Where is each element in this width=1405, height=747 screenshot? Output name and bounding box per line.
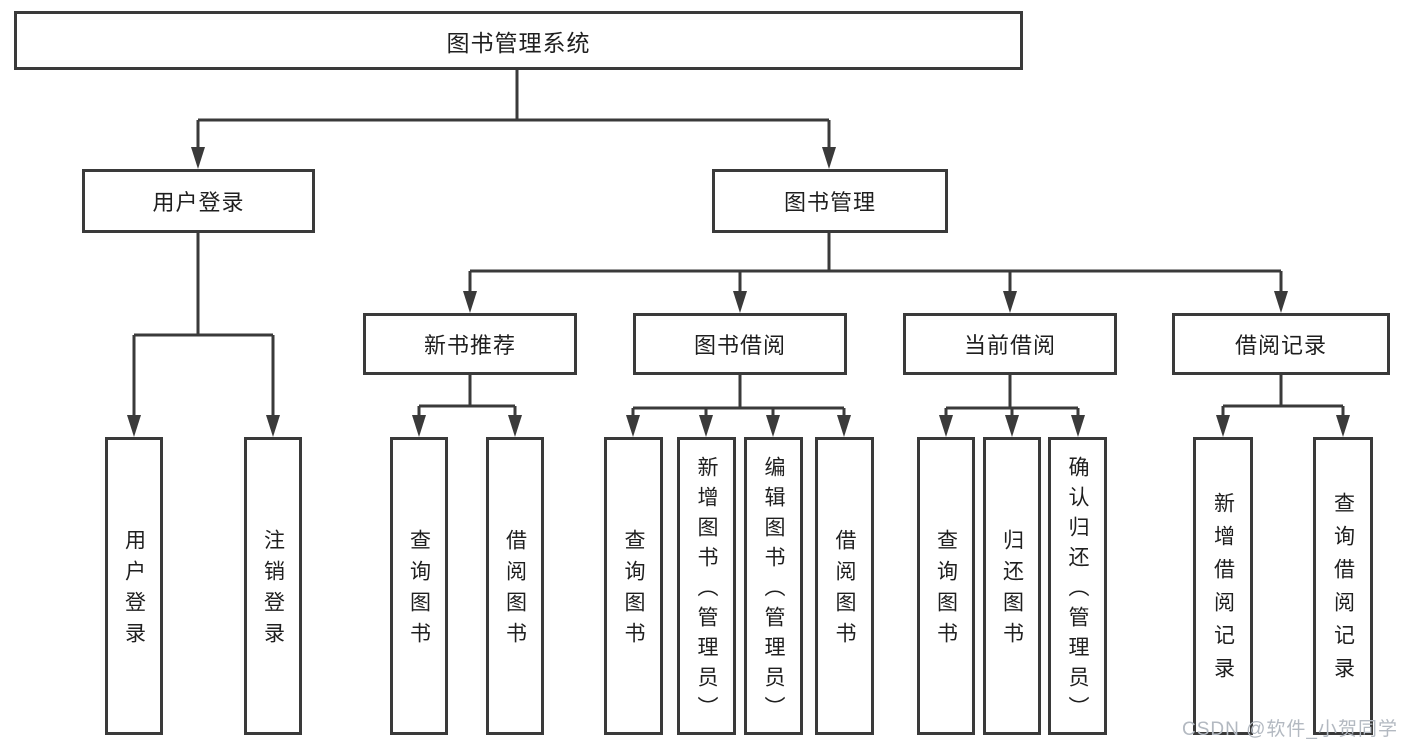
- node-user-login: 用户登录: [82, 169, 315, 233]
- node-edit-book-admin: 编辑图书（管理员）: [744, 437, 803, 735]
- node-new-book-recommend: 新书推荐: [363, 313, 577, 375]
- node-borrowing-records: 借阅记录: [1172, 313, 1390, 375]
- node-book-management: 图书管理: [712, 169, 948, 233]
- node-logout: 注销登录: [244, 437, 302, 735]
- node-query-borrow-record: 查询借阅记录: [1313, 437, 1373, 735]
- node-user-login-leaf: 用户登录: [105, 437, 163, 735]
- node-query-books-recommend: 查询图书: [390, 437, 448, 735]
- node-book-borrowing: 图书借阅: [633, 313, 847, 375]
- node-borrow-books-recommend: 借阅图书: [486, 437, 544, 735]
- node-query-books-current: 查询图书: [917, 437, 975, 735]
- node-query-books-borrow: 查询图书: [604, 437, 663, 735]
- watermark: CSDN @软件_小贺同学: [1182, 719, 1398, 740]
- node-current-borrowing: 当前借阅: [903, 313, 1117, 375]
- node-borrow-books-leaf: 借阅图书: [815, 437, 874, 735]
- node-library-system: 图书管理系统: [14, 11, 1023, 70]
- node-return-books: 归还图书: [983, 437, 1041, 735]
- node-add-book-admin: 新增图书（管理员）: [677, 437, 736, 735]
- node-confirm-return-admin: 确认归还（管理员）: [1048, 437, 1107, 735]
- node-add-borrow-record: 新增借阅记录: [1193, 437, 1253, 735]
